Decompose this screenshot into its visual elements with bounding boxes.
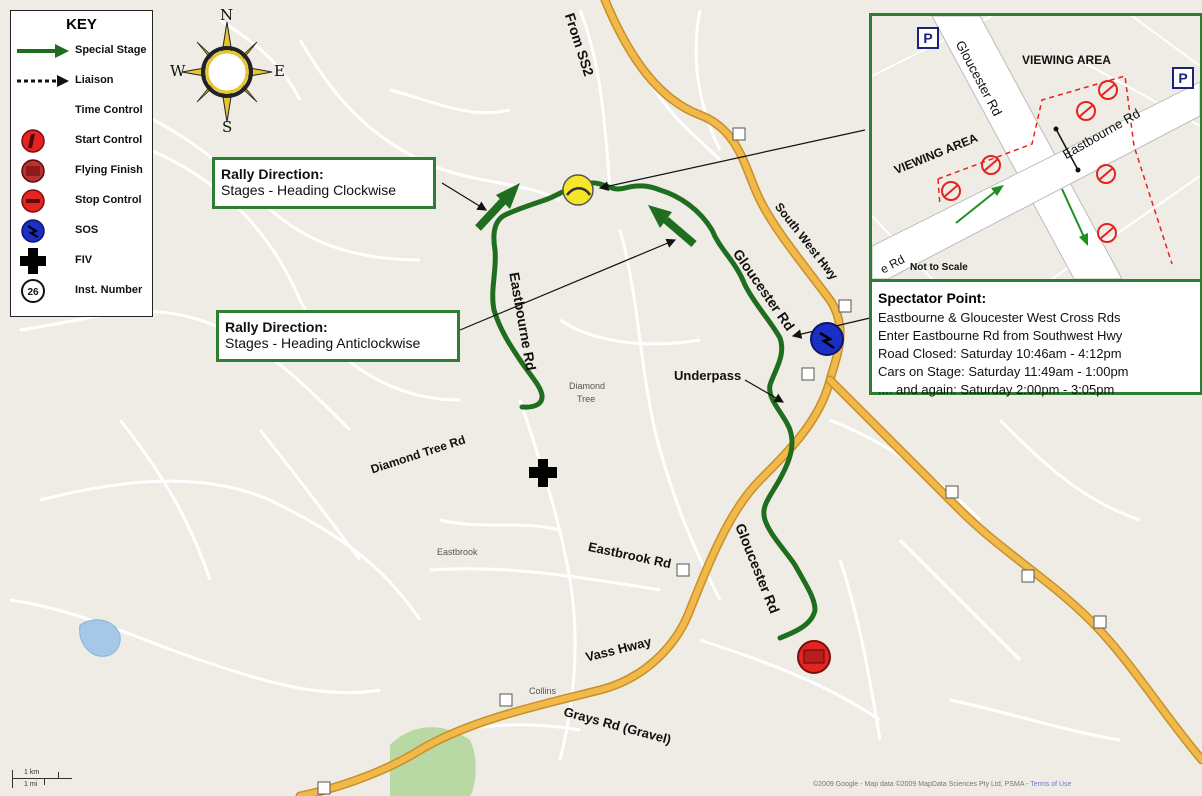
key-row-special-stage: Special Stage — [11, 37, 152, 65]
spectator-point-box: Spectator Point: Eastbourne & Gloucester… — [869, 279, 1202, 397]
spectator-point-title: Spectator Point: — [878, 290, 987, 306]
lake — [79, 619, 121, 657]
map-credit: ©2009 Google - Map data ©2009 MapData Sc… — [813, 781, 1071, 788]
rally-clockwise-subtitle: Stages - Heading Clockwise — [221, 182, 397, 198]
map-credit-text: ©2009 Google - Map data ©2009 MapData Sc… — [813, 781, 1029, 788]
key-row-start-control: Start Control — [11, 127, 152, 155]
fiv-marker — [529, 459, 557, 487]
rally-direction-anticlockwise: Rally Direction: Stages - Heading Anticl… — [216, 310, 460, 362]
key-title: KEY — [66, 16, 97, 33]
key-label: Start Control — [75, 134, 143, 146]
key-label: Flying Finish — [75, 164, 143, 176]
label-underpass: Underpass — [674, 368, 742, 383]
direction-arrow-clockwise — [475, 183, 520, 231]
parking-icon: P — [917, 27, 939, 49]
key-label: Stop Control — [75, 194, 142, 206]
key-label: Liaison — [75, 74, 114, 86]
special-stage-arrow-icon — [17, 44, 69, 58]
callout-lines — [441, 129, 871, 403]
stop-control-icon — [21, 189, 45, 213]
highways — [295, 0, 1202, 796]
spectator-line: Cars on Stage: Saturday 11:49am - 1:00pm — [878, 364, 1129, 379]
route-shields — [317, 127, 1107, 795]
compass-icon — [181, 21, 273, 123]
parking-icon-right: P — [1172, 67, 1194, 89]
rally-clockwise-title: Rally Direction: — [221, 166, 324, 182]
key-row-sos: SOS — [11, 217, 152, 245]
key-row-fiv: FIV — [11, 247, 152, 275]
liaison-dotted-arrow-icon — [17, 75, 69, 87]
map-terms-link[interactable]: Terms of Use — [1030, 781, 1072, 788]
map-key: KEY Special Stage Liaison Time Control — [10, 10, 153, 317]
rally-anticlockwise-subtitle: Stages - Heading Anticlockwise — [225, 335, 421, 351]
scale-bar: 1 km 1 mi — [8, 766, 78, 794]
sos-icon — [21, 219, 45, 243]
time-control-marker — [562, 174, 594, 206]
key-label: Time Control — [75, 104, 143, 116]
scale-km: 1 km — [24, 769, 40, 776]
key-label: Special Stage — [75, 44, 147, 56]
start-control-icon — [21, 129, 45, 153]
town-eastbrook: Eastbrook — [437, 547, 478, 557]
stage-route-gloucester — [542, 180, 818, 641]
town-diamond-tree: Diamond — [569, 381, 606, 391]
spectator-line: Road Closed: Saturday 10:46am - 4:12pm — [878, 346, 1122, 361]
compass-s: S — [222, 118, 233, 136]
park-area — [390, 727, 476, 796]
town-diamond-tree-2: Tree — [577, 394, 596, 404]
spectator-line: Enter Eastbourne Rd from Southwest Hwy — [878, 328, 1123, 343]
key-row-flying-finish: Flying Finish — [11, 157, 152, 185]
sos-marker — [810, 322, 844, 356]
rally-anticlockwise-title: Rally Direction: — [225, 319, 328, 335]
compass-rose: N S W E — [170, 6, 286, 136]
flying-finish-marker — [797, 640, 831, 674]
instruction-number-icon: 26 — [21, 279, 45, 303]
key-row-time-control: Time Control — [11, 97, 152, 125]
key-label: SOS — [75, 224, 99, 236]
key-label: FIV — [75, 254, 93, 266]
inst-number-sample: 26 — [27, 287, 39, 298]
spectator-inset-diagram: P P VIEWING AREA VIEWING AREA Gloucester… — [869, 13, 1202, 282]
compass-w: W — [170, 62, 186, 80]
inset-canvas — [872, 16, 1200, 279]
compass-e: E — [274, 62, 285, 80]
fiv-cross-icon — [20, 248, 46, 274]
direction-arrow-anticlockwise — [648, 205, 697, 248]
rally-direction-clockwise: Rally Direction: Stages - Heading Clockw… — [212, 157, 436, 209]
compass-n: N — [220, 6, 234, 24]
flying-finish-icon — [21, 159, 45, 183]
inset-viewing-area-top: VIEWING AREA — [1022, 53, 1111, 67]
time-control-icon — [15, 97, 71, 125]
spectator-line: Eastbourne & Gloucester West Cross Rds — [878, 310, 1121, 325]
inset-not-to-scale: Not to Scale — [910, 262, 968, 273]
stage-route-eastbourne — [490, 197, 548, 410]
scale-mi: 1 mi — [24, 781, 38, 788]
spectator-line: .... and again: Saturday 2:00pm - 3:05pm — [878, 382, 1115, 397]
key-row-stop-control: Stop Control — [11, 187, 152, 215]
key-row-inst-number: 26 Inst. Number — [11, 277, 152, 305]
key-row-liaison: Liaison — [11, 67, 152, 95]
town-collins: Collins — [529, 686, 557, 696]
key-label: Inst. Number — [75, 284, 143, 296]
